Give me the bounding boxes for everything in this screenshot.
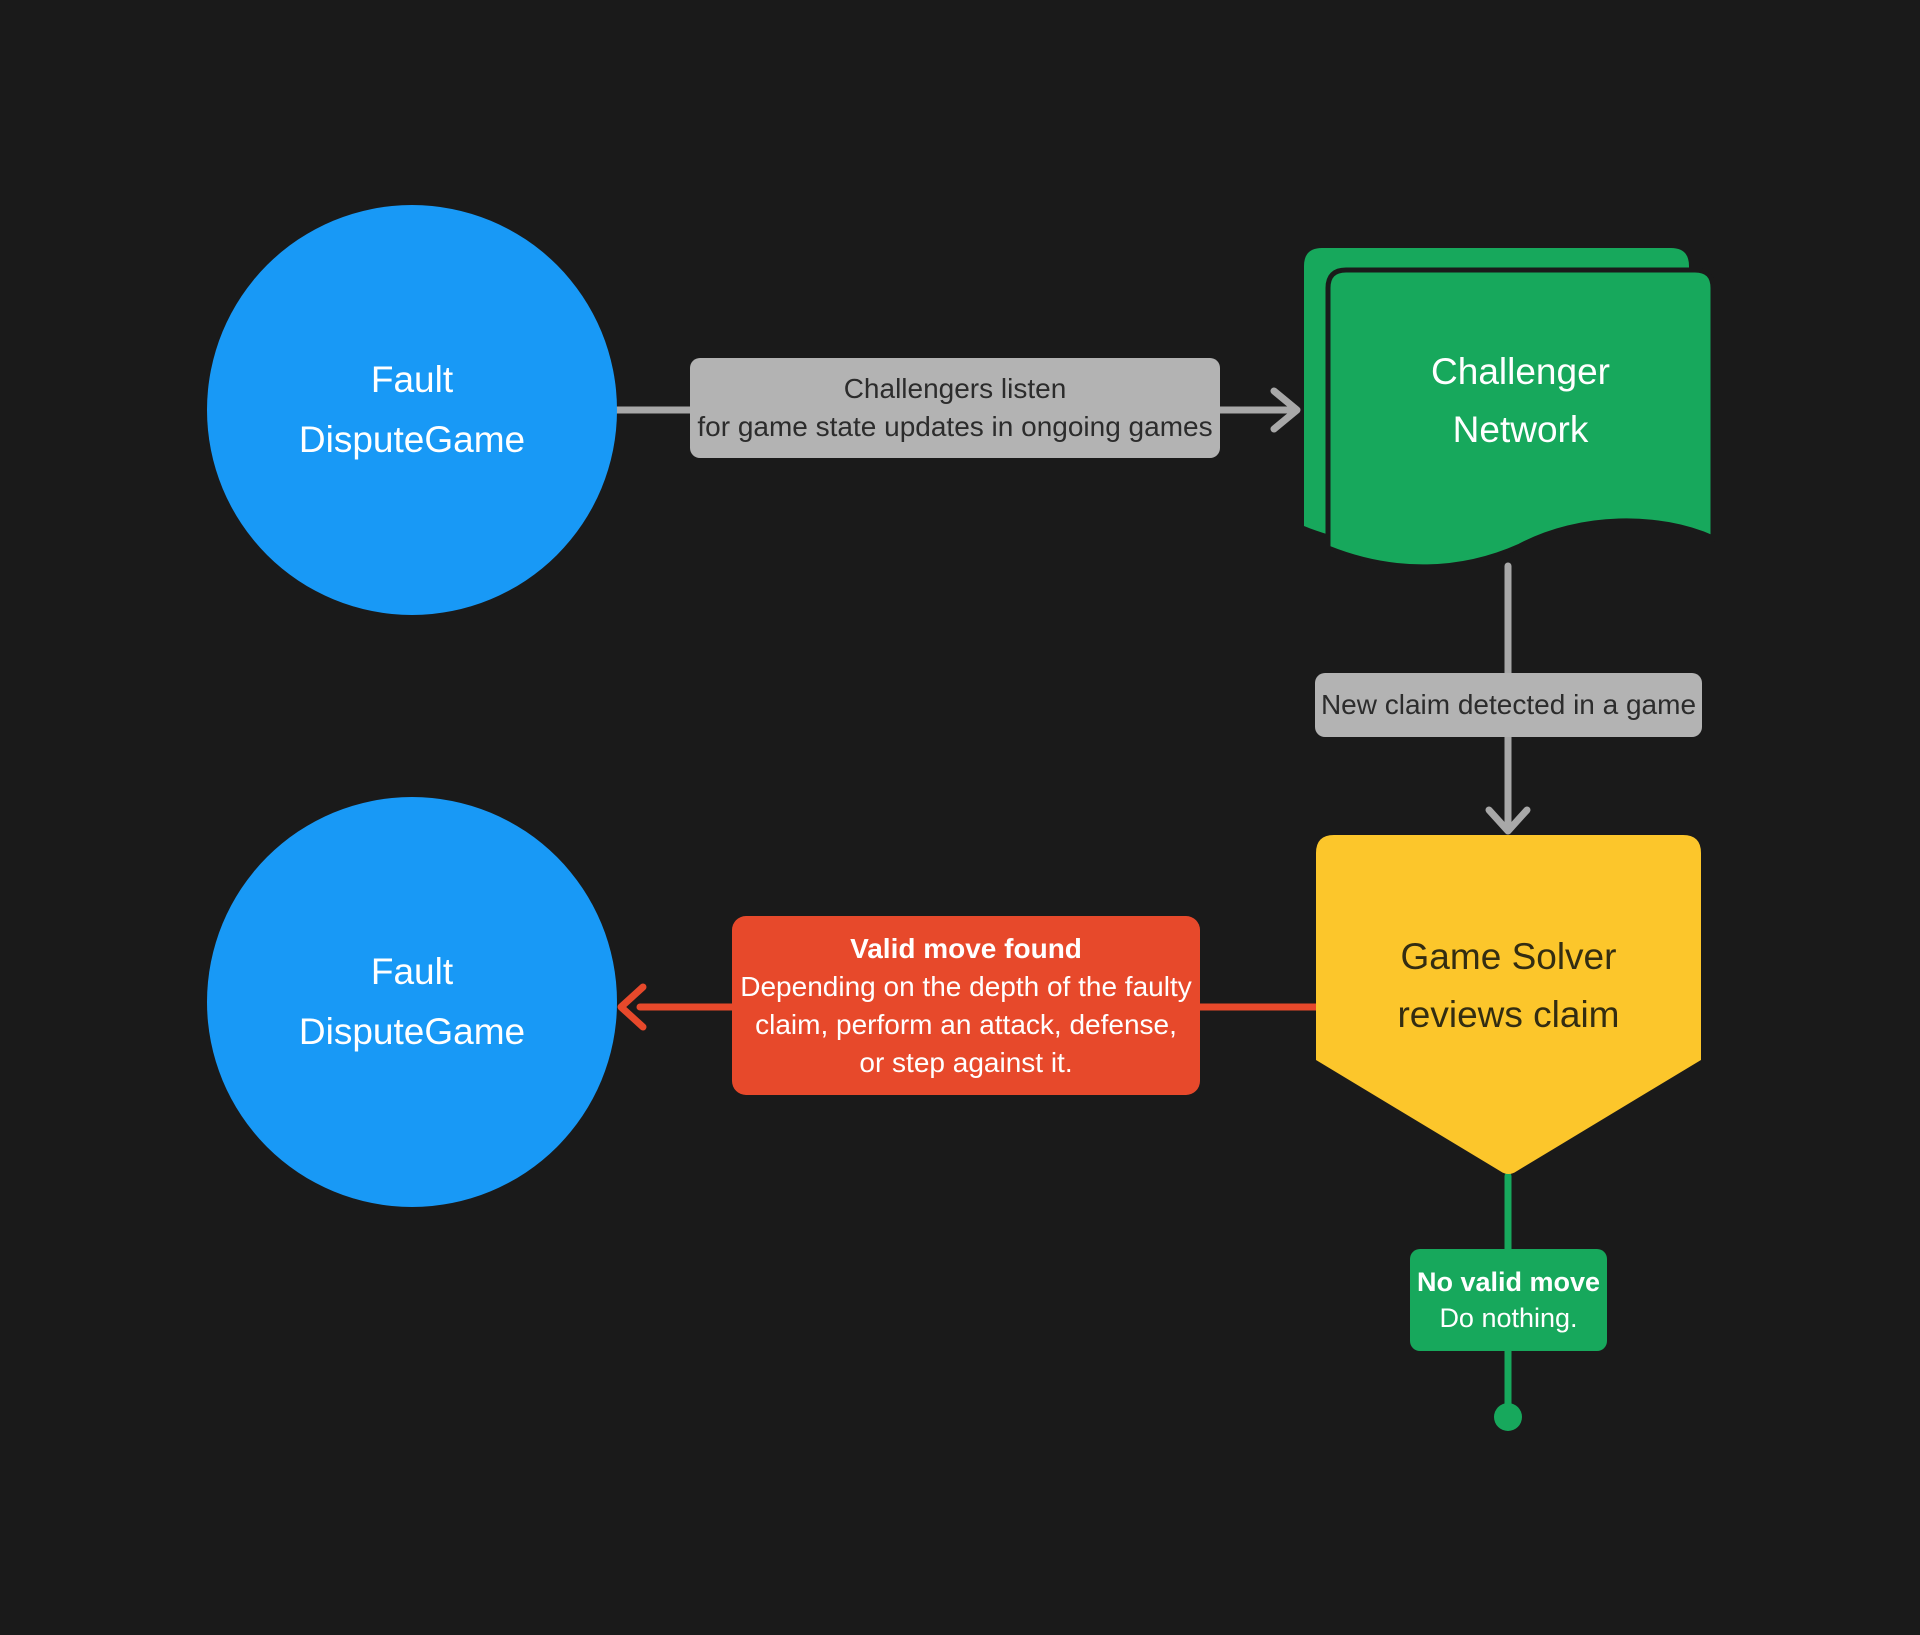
node-label-line: Challenger — [1431, 351, 1610, 392]
edge-label-line: for game state updates in ongoing games — [697, 411, 1213, 442]
arrow-right-icon — [1270, 387, 1301, 433]
challenger-network-node-label: Challenger Network — [1328, 331, 1713, 471]
callout-body: Depending on the depth of the faulty cla… — [740, 970, 1192, 1078]
callout-title: No valid move — [1416, 1267, 1601, 1297]
game-solver-shape — [1316, 835, 1701, 1174]
node-label-line: Fault — [370, 359, 454, 400]
terminal-dot — [1494, 1403, 1522, 1431]
node-label-line: Network — [1452, 409, 1589, 450]
edge-label-line: New claim detected in a game — [1320, 689, 1697, 720]
arrow-left-icon — [617, 983, 647, 1031]
edge-label-new-claim: New claim detected in a game — [1315, 673, 1702, 737]
node-label-line: Fault — [370, 951, 454, 992]
valid-move-callout: Valid move found Depending on the depth … — [732, 916, 1200, 1095]
game-solver-node-label: Game Solver reviews claim — [1316, 928, 1701, 1044]
node-label-line: DisputeGame — [298, 419, 526, 460]
fault-dispute-game-node-bottom: Fault DisputeGame — [207, 797, 617, 1207]
challenger-network-card-front — [1325, 267, 1716, 570]
callout-body: Do nothing. — [1439, 1303, 1578, 1333]
callout-title: Valid move found — [850, 932, 1082, 964]
node-label-line: Game Solver — [1400, 936, 1617, 977]
node-label-line: reviews claim — [1397, 994, 1620, 1035]
edge-label-line: Challengers listen — [843, 373, 1067, 404]
no-valid-move-callout: No valid move Do nothing. — [1410, 1249, 1607, 1351]
arrow-down-icon — [1485, 806, 1531, 835]
node-label-line: DisputeGame — [298, 1011, 526, 1052]
fault-dispute-game-node-top: Fault DisputeGame — [207, 205, 617, 615]
edge-label-challengers-listen: Challengers listen for game state update… — [690, 358, 1220, 458]
